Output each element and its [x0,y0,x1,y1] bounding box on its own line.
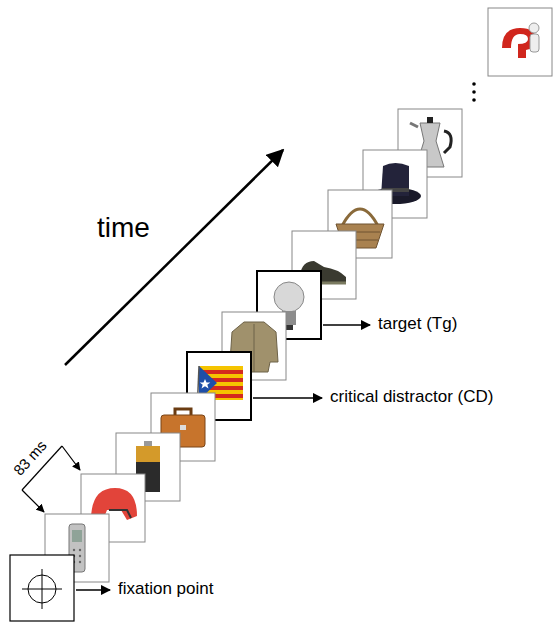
fixation-label: fixation point [118,580,213,599]
leader-arrow [253,397,322,399]
continuation-dots [472,82,476,102]
interval-bracket [62,446,80,470]
leader-arrow [323,324,370,326]
fixation-frame [10,555,74,621]
interval-bracket [22,490,44,512]
axis-label: time [97,213,150,244]
interval-label: 83 ms [10,437,50,478]
distractor-label: critical distractor (CD) [330,388,493,407]
stimulus-frame [488,8,552,76]
leader-arrow [76,589,110,591]
target-label: target (Tg) [378,315,457,334]
